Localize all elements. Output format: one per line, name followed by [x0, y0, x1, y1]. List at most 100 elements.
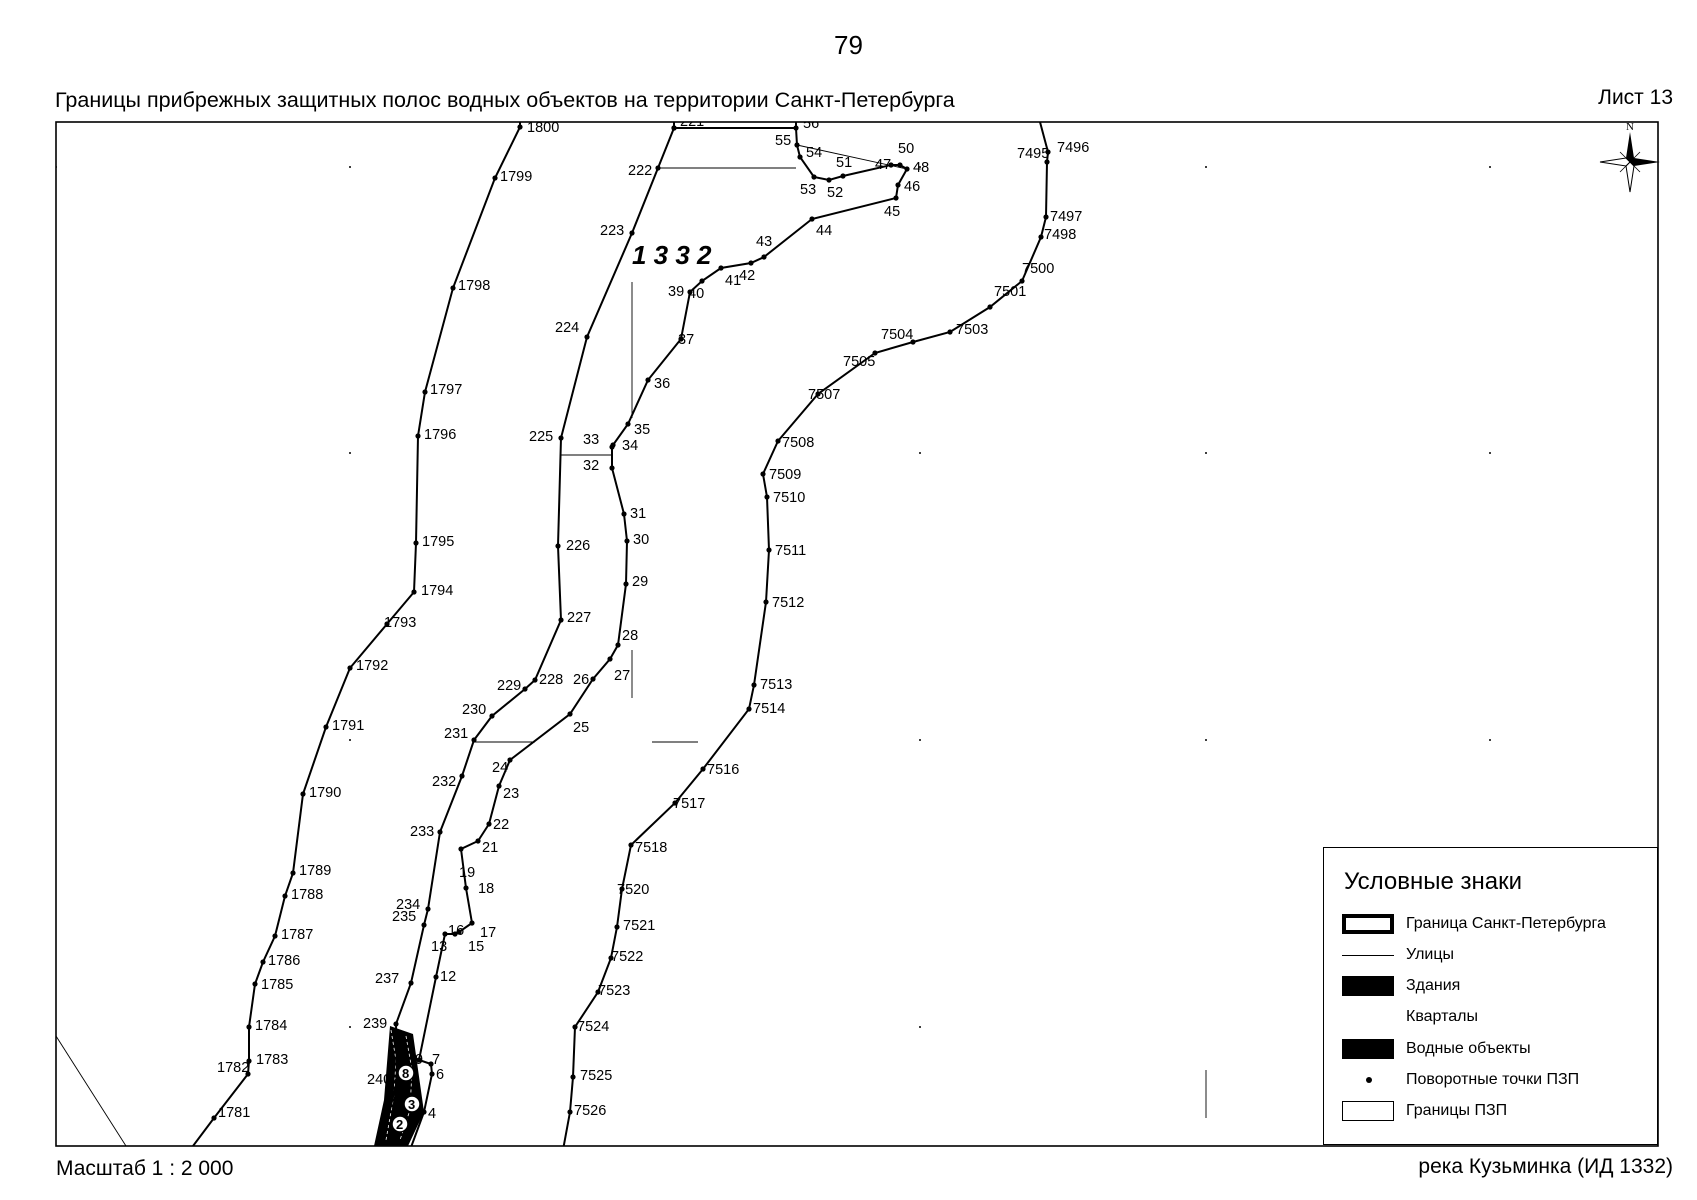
pzp-point-label-1791: 1791	[332, 718, 364, 734]
pzp-point-37	[678, 336, 684, 342]
pzp-point-label-7523: 7523	[598, 983, 630, 999]
pzp-point-label-55: 55	[775, 133, 791, 149]
pzp-point-label-27: 27	[614, 668, 630, 684]
pzp-point-7518	[628, 842, 634, 848]
pzp-point-label-1785: 1785	[261, 977, 293, 993]
pzp-point-7495	[1044, 159, 1050, 165]
pzp-point-label-1798: 1798	[458, 278, 490, 294]
pzp-point-1794	[411, 589, 417, 595]
pzp-point-label-7509: 7509	[769, 467, 801, 483]
pzp-point-7524	[572, 1024, 578, 1030]
pzp-point-label-7520: 7520	[617, 882, 649, 898]
pzp-point-label-1782: 1782	[217, 1060, 249, 1076]
pzp-point-46	[895, 182, 901, 188]
pzp-point-7503	[947, 329, 953, 335]
scale-label: Масштаб 1 : 2 000	[56, 1157, 234, 1180]
pzp-point-label-7497: 7497	[1050, 209, 1082, 225]
pzp-point-label-19: 19	[459, 865, 475, 881]
pzp-point-7500	[1019, 278, 1025, 284]
pzp-point-7517	[672, 800, 678, 806]
pzp-point-label-1794: 1794	[421, 583, 453, 599]
pzp-point-label-1788: 1788	[291, 887, 323, 903]
pzp-point-1791	[323, 724, 329, 730]
pzp-point-label-7524: 7524	[577, 1019, 609, 1035]
pzp-point-227	[558, 617, 564, 623]
pzp-point-label-48: 48	[913, 160, 929, 176]
pzp-point-237	[408, 980, 414, 986]
pzp-point-label-40: 40	[688, 286, 704, 302]
pzp-point-label-7517: 7517	[673, 796, 705, 812]
pzp-point-29	[623, 581, 629, 587]
pzp-point-label-237: 237	[375, 971, 399, 987]
pzp-boundary-line	[1039, 122, 1049, 153]
legend-label: Здания	[1406, 977, 1461, 994]
pzp-point-label-28: 28	[622, 628, 638, 644]
pzp-point-label-222: 222	[628, 163, 652, 179]
pzp-point-33	[609, 444, 615, 450]
legend-label: Граница Санкт-Петербурга	[1406, 915, 1606, 932]
legend-label: Границы ПЗП	[1406, 1102, 1508, 1119]
pzp-point-7526	[567, 1109, 573, 1115]
pzp-point-1784	[246, 1024, 252, 1030]
pzp-point-label-34: 34	[622, 438, 638, 454]
pzp-point-label-225: 225	[529, 429, 553, 445]
pzp-point-7509	[760, 471, 766, 477]
pzp-point-50	[897, 162, 903, 168]
pzp-point-label-1792: 1792	[356, 658, 388, 674]
pzp-point-44	[809, 216, 815, 222]
pzp-point-55	[794, 142, 800, 148]
pzp-point-label-7514: 7514	[753, 701, 785, 717]
pzp-point-label-239: 239	[363, 1016, 387, 1032]
pzp-point-label-221: 221	[680, 114, 704, 130]
pzp-point-label-41: 41	[725, 273, 741, 289]
pzp-point-label-7513: 7513	[760, 677, 792, 693]
pzp-point-label-35: 35	[634, 422, 650, 438]
pzp-point-31	[621, 511, 627, 517]
pzp-point-226	[555, 543, 561, 549]
pzp-point-26	[590, 676, 596, 682]
pzp-point-225	[558, 435, 564, 441]
pzp-point-label-235: 235	[392, 909, 416, 925]
pzp-point-label-25: 25	[573, 720, 589, 736]
pzp-point-228	[532, 677, 538, 683]
pzp-point-label-7508: 7508	[782, 435, 814, 451]
legend: Условные знаки Граница Санкт-Петербурга …	[1323, 847, 1658, 1145]
object-id-label: 1 3 3 2	[632, 240, 712, 270]
pzp-point-label-1783: 1783	[256, 1052, 288, 1068]
pzp-point-240	[394, 1078, 400, 1084]
pzp-point-40	[699, 278, 705, 284]
pzp-point-label-228: 228	[539, 672, 563, 688]
pzp-point-label-29: 29	[632, 574, 648, 590]
pzp-point-239	[393, 1021, 399, 1027]
pzp-point-7511	[766, 547, 772, 553]
pzp-point-labels: 1800179917981797179617951794179317921791…	[217, 114, 1089, 1122]
pzp-point-label-24: 24	[492, 760, 508, 776]
pzp-point-label-7500: 7500	[1022, 261, 1054, 277]
pzp-point-7504	[910, 339, 916, 345]
pzp-point-label-232: 232	[432, 774, 456, 790]
pzp-point-label-7512: 7512	[772, 595, 804, 611]
pzp-point-label-36: 36	[654, 376, 670, 392]
river-label: река Кузьминка (ИД 1332)	[1418, 1155, 1673, 1178]
pzp-point-7525	[570, 1074, 576, 1080]
legend-title: Условные знаки	[1344, 868, 1523, 895]
pzp-point-7507	[815, 391, 821, 397]
pzp-point-label-56: 56	[803, 116, 819, 132]
pzp-point-label-234: 234	[396, 897, 420, 913]
pzp-point-224	[584, 334, 590, 340]
pzp-point-label-1789: 1789	[299, 863, 331, 879]
pzp-point-24	[507, 757, 513, 763]
pzp-point-label-7496: 7496	[1057, 140, 1089, 156]
pzp-point-label-15: 15	[468, 939, 484, 955]
pzp-point-7498	[1038, 234, 1044, 240]
pzp-point-label-54: 54	[806, 145, 822, 161]
pzp-point-45	[893, 195, 899, 201]
pzp-point-label-50: 50	[898, 141, 914, 157]
legend-label: Поворотные точки ПЗП	[1406, 1071, 1580, 1088]
pzp-point-234	[425, 906, 431, 912]
pzp-point-label-46: 46	[904, 179, 920, 195]
sheet-label: Лист 13	[1598, 86, 1673, 109]
pzp-point-7512	[763, 599, 769, 605]
pzp-point-label-1796: 1796	[424, 427, 456, 443]
pzp-point-label-7: 7	[432, 1052, 440, 1068]
